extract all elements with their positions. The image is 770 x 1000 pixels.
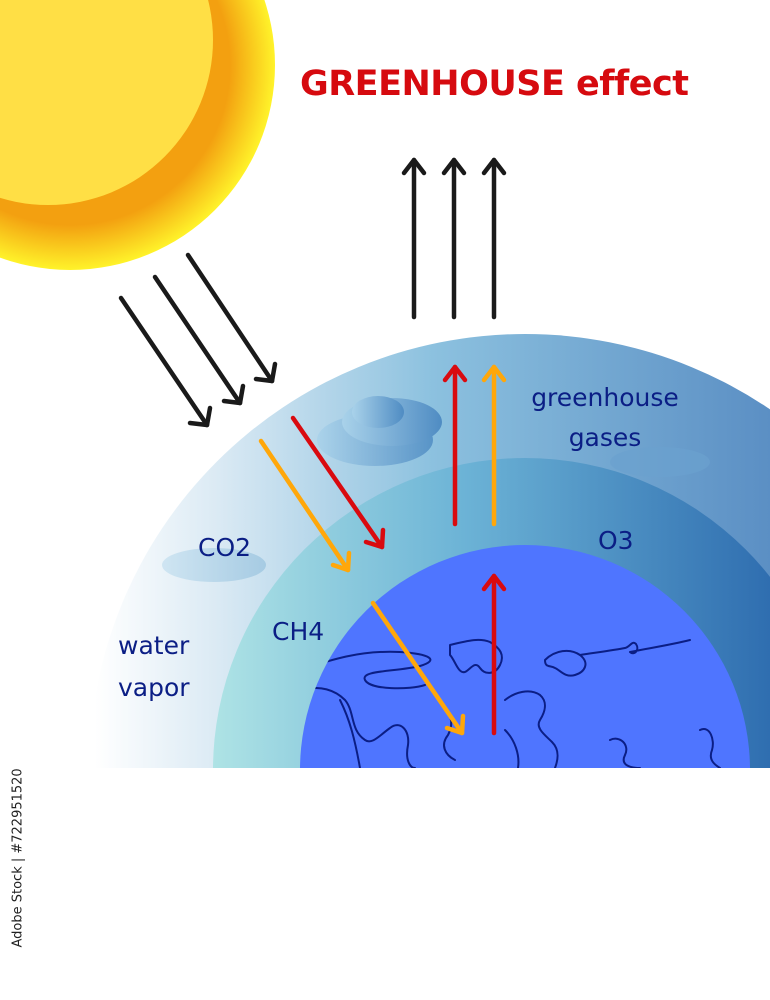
label-ch4: CH4 bbox=[272, 617, 325, 646]
ground-whitespace bbox=[0, 768, 770, 1000]
cloud-icon bbox=[317, 396, 442, 466]
label-o3: O3 bbox=[598, 526, 634, 555]
cloud-icon bbox=[162, 548, 266, 582]
label-water-line2: vapor bbox=[118, 673, 190, 702]
incoming-sunlight-arrows bbox=[118, 252, 278, 428]
label-water-vapor: water vapor bbox=[118, 630, 190, 704]
label-greenhouse-gases: greenhouse gases bbox=[510, 382, 700, 454]
label-greenhouse-line2: gases bbox=[568, 423, 642, 452]
escaping-radiation-arrows bbox=[401, 157, 507, 320]
label-water-line1: water bbox=[118, 631, 190, 660]
arrow-down-right-icon bbox=[258, 438, 352, 573]
label-co2: CO2 bbox=[198, 533, 252, 562]
arrow-down-right-icon bbox=[370, 600, 466, 736]
stock-credit: Adobe Stock | #722951520 bbox=[10, 768, 26, 948]
arrow-up-icon bbox=[481, 573, 507, 736]
label-greenhouse-line1: greenhouse bbox=[531, 383, 679, 412]
arrow-up-icon bbox=[481, 364, 507, 527]
diagram-title: GREENHOUSE effect bbox=[300, 64, 689, 104]
arrow-up-icon bbox=[401, 157, 427, 320]
sun-icon bbox=[0, 0, 275, 270]
continents-outline bbox=[300, 638, 721, 768]
arrow-up-icon bbox=[481, 157, 507, 320]
arrow-down-right-icon bbox=[152, 274, 246, 406]
trapped-heat-arrows bbox=[258, 364, 507, 736]
arrow-up-icon bbox=[441, 157, 467, 320]
cloud-icon bbox=[610, 447, 710, 477]
arrow-down-right-icon bbox=[290, 415, 386, 550]
earth-globe bbox=[300, 545, 750, 768]
arrow-up-icon bbox=[442, 364, 468, 527]
arrow-down-right-icon bbox=[185, 252, 278, 384]
arrow-down-right-icon bbox=[118, 295, 213, 428]
